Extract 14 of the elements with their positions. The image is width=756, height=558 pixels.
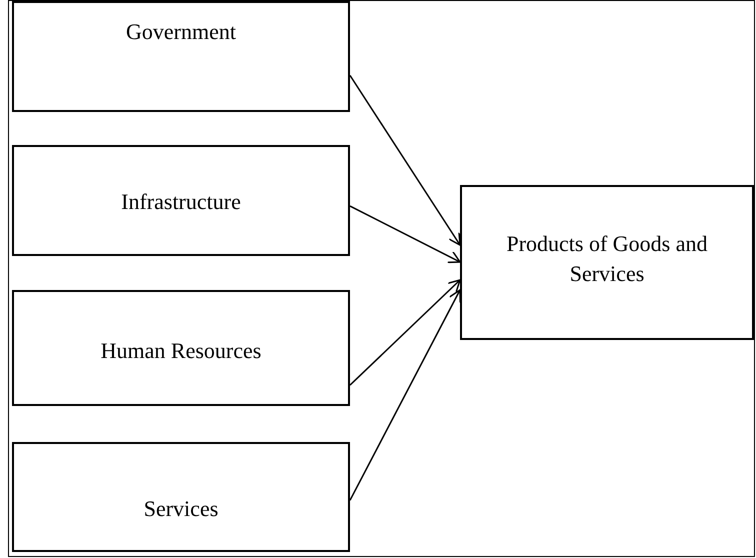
box-label: Infrastructure — [120, 188, 242, 216]
arrow — [349, 279, 461, 386]
process-box — [460, 185, 754, 340]
process-box — [12, 145, 350, 256]
process-box — [12, 442, 350, 552]
box-label: Human Resources — [100, 337, 262, 365]
box-label: Government — [125, 18, 237, 46]
arrow — [350, 205, 461, 264]
process-box — [12, 1, 350, 112]
box-label: Services — [142, 495, 220, 523]
box-label: Products of Goods and Services — [505, 230, 709, 288]
arrow — [349, 74, 461, 246]
process-box — [12, 290, 350, 406]
arrow — [349, 289, 461, 501]
